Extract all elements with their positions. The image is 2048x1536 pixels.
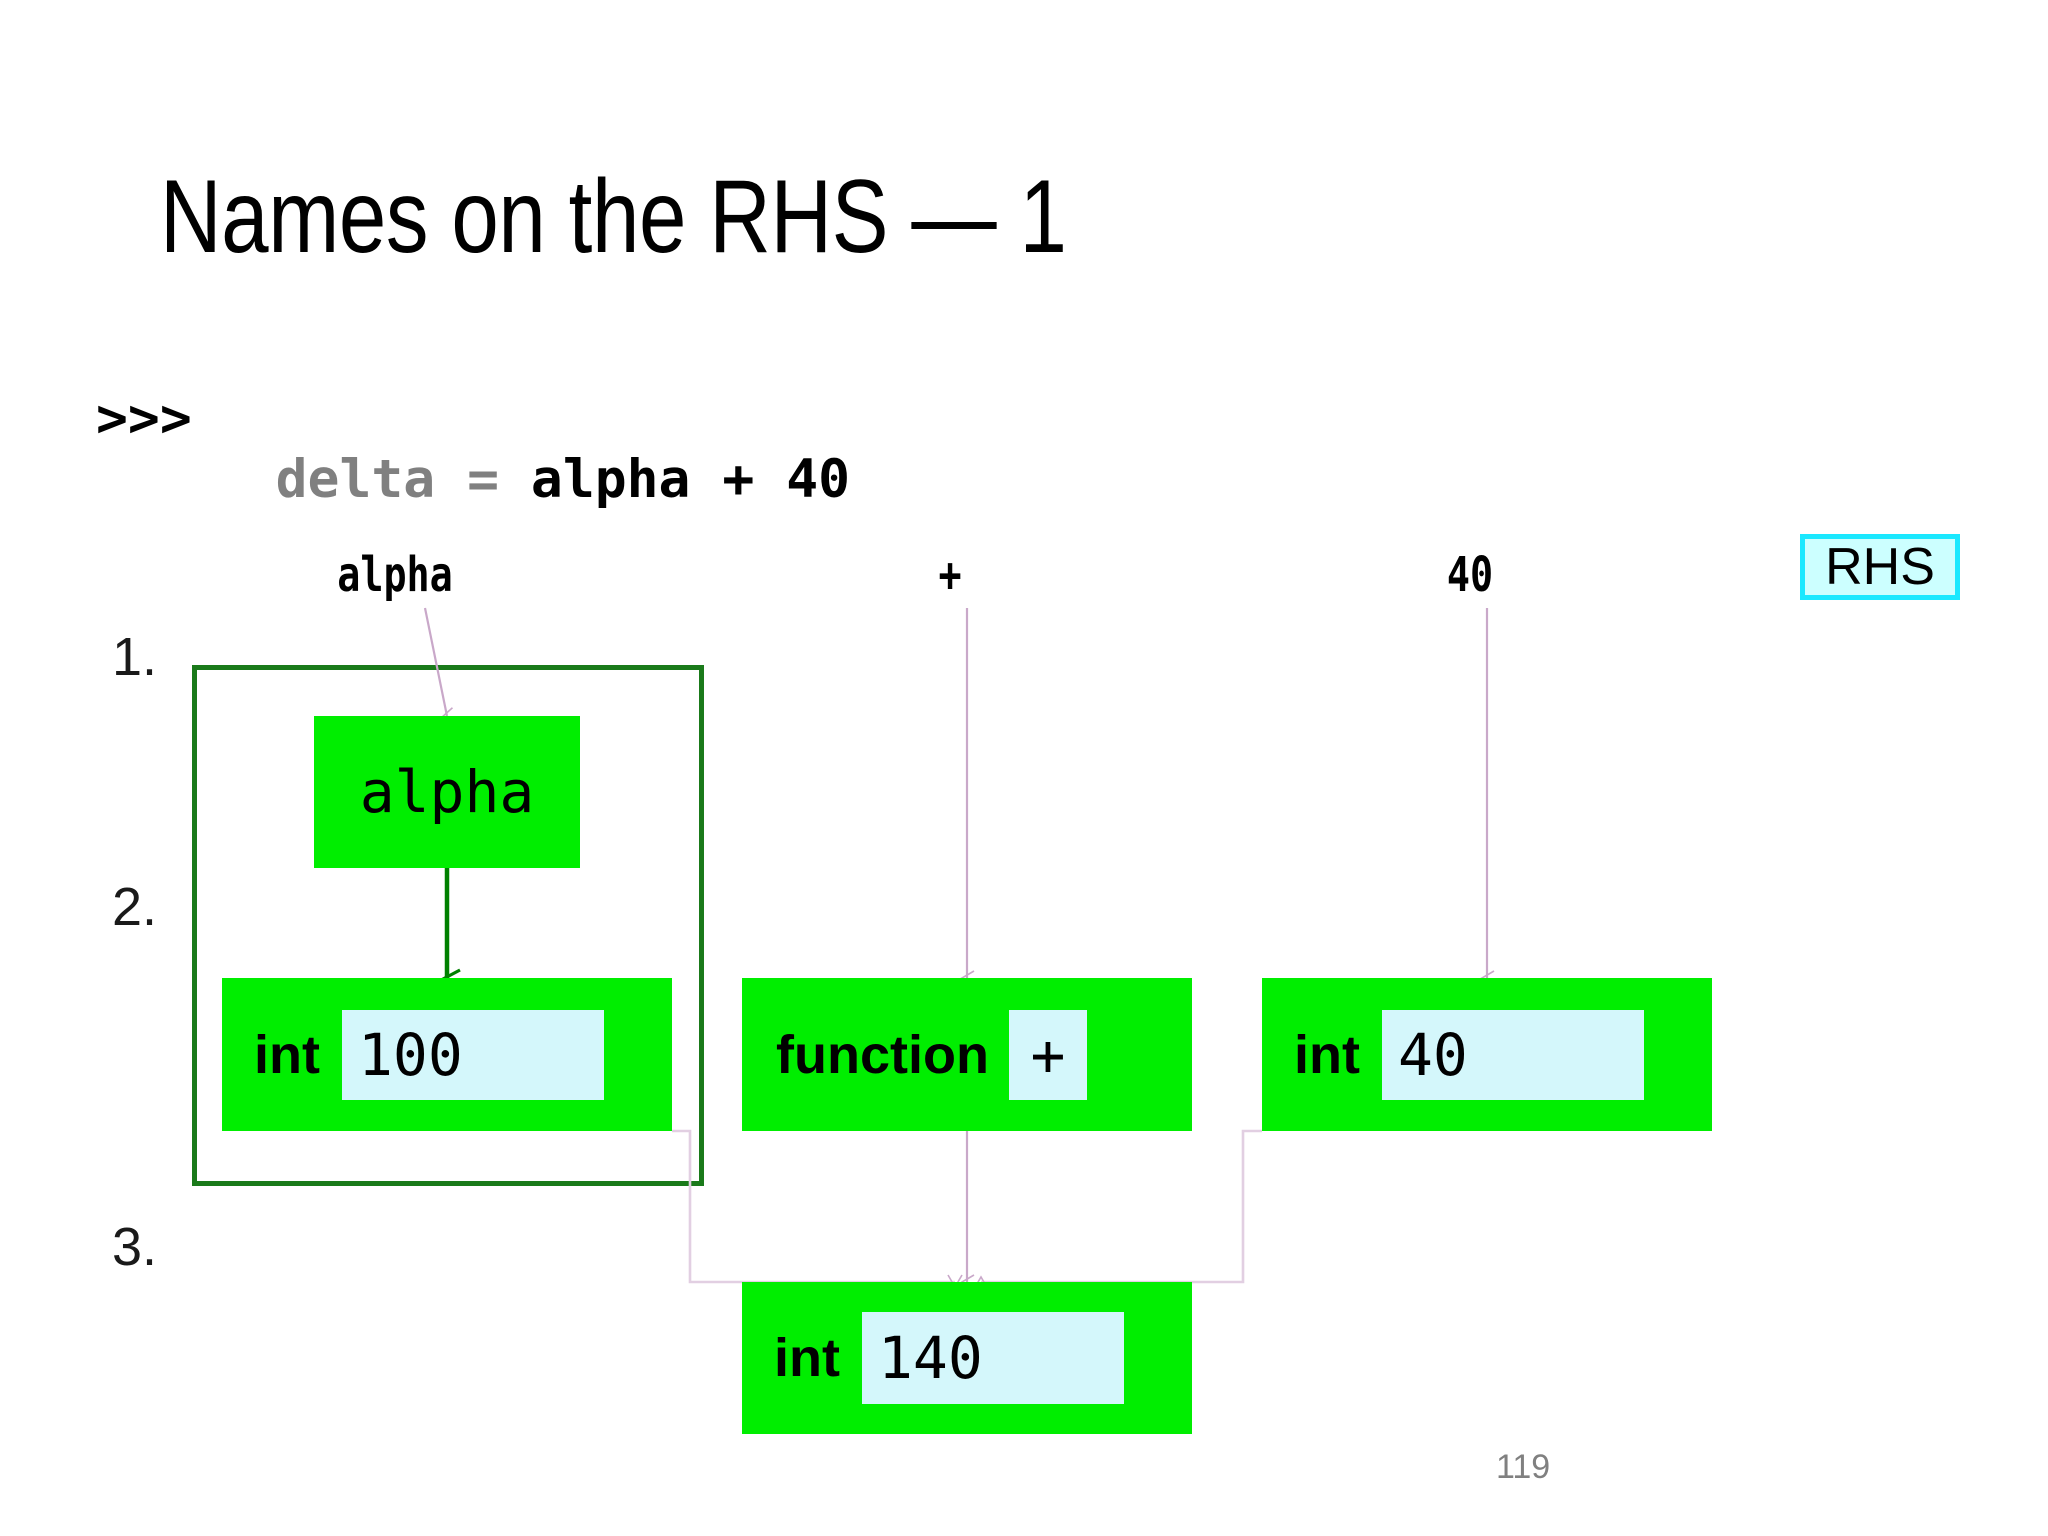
object-type-label: int [1294, 1024, 1360, 1085]
object-value-field: + [1008, 1009, 1087, 1100]
repl-code-line: >>> delta = alpha + 40 [96, 388, 850, 571]
step-number-2: 2. [112, 877, 158, 937]
repl-prompt: >>> [96, 388, 192, 449]
page-title: Names on the RHS — 1 [160, 159, 1067, 275]
rhs-badge: RHS [1800, 534, 1960, 600]
page-number: 119 [1496, 1448, 1551, 1486]
column-label-forty: 40 [1446, 547, 1494, 603]
object-box-int-100: int 100 [222, 978, 672, 1131]
rhs-badge-label: RHS [1825, 538, 1935, 596]
object-type-label: int [774, 1328, 840, 1388]
code-token-rhs-name: alpha [530, 449, 691, 510]
object-box-int-140: int 140 [742, 1282, 1192, 1434]
name-box-alpha: alpha [314, 716, 580, 868]
object-type-label: int [254, 1024, 320, 1085]
object-type-label: function [776, 1024, 989, 1085]
object-box-int-40: int 40 [1262, 978, 1712, 1131]
object-box-function-plus: function + [742, 978, 1192, 1131]
arrow-int100-to-result [672, 1129, 963, 1289]
name-box-label: alpha [359, 758, 535, 826]
object-value-field: 140 [861, 1312, 1124, 1404]
arrow-int40-to-result [973, 1129, 1262, 1290]
object-value-field: 100 [341, 1009, 604, 1100]
code-token-name: delta [275, 449, 436, 510]
step-number-3: 3. [112, 1217, 158, 1277]
step-number-1: 1. [112, 627, 158, 687]
code-token-literal: 40 [786, 449, 851, 510]
code-token-operator: + [690, 449, 787, 510]
column-label-alpha: alpha [337, 547, 453, 603]
code-token-assign: = [435, 449, 531, 510]
object-value-field: 40 [1381, 1009, 1644, 1100]
column-label-plus: + [938, 547, 962, 603]
